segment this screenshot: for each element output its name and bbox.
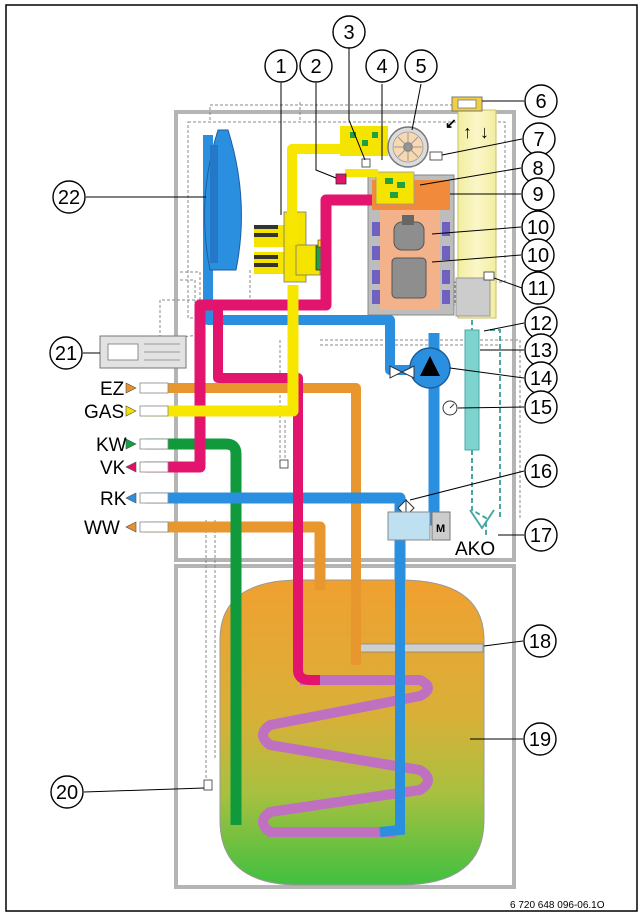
callout-label-7: 7 [533, 129, 544, 151]
callout-label-5: 5 [415, 56, 426, 78]
callout-label-14: 13 [530, 340, 552, 362]
callout-circle-16 [524, 390, 558, 424]
callout-circle-21 [50, 775, 84, 809]
callout-label-20: 19 [529, 729, 551, 751]
pipe-flow [145, 194, 372, 473]
label-rk: RK [100, 489, 127, 510]
callout-circle-18 [524, 518, 558, 552]
callout-circle-3 [332, 15, 366, 49]
leader-lines [83, 48, 525, 793]
connection-stub-ww [139, 521, 169, 533]
callout-label-3: 3 [343, 22, 354, 44]
callout-circle-19 [523, 624, 557, 658]
label-ez: EZ [100, 379, 125, 400]
sensor-20 [203, 779, 213, 791]
callout-circle-12 [521, 271, 555, 305]
flue-down-arrow: ↓ [480, 122, 489, 142]
connection-arrow-ww [125, 521, 137, 533]
connection-arrow-vk [125, 461, 137, 473]
callout-circle-23 [52, 180, 86, 214]
ako-label: AKO [455, 539, 495, 560]
connection-arrow-rk [125, 492, 137, 504]
callout-circle-5 [404, 49, 438, 83]
label-kw: KW [96, 435, 127, 456]
callout-label-4: 4 [376, 56, 387, 78]
callout-circle-20 [523, 722, 557, 756]
inner-panel [187, 121, 506, 319]
callout-label-23: 22 [58, 187, 80, 209]
pipe-gas [145, 285, 299, 417]
condensate-trap [464, 329, 480, 451]
callout-circle-2 [299, 49, 333, 83]
svg-text:↙: ↙ [445, 115, 457, 131]
callout-label-2: 2 [310, 56, 321, 78]
burner-module [375, 171, 415, 205]
sensor-2 [335, 173, 347, 185]
connection-arrow-ez [125, 382, 137, 394]
callout-label-21: 20 [56, 782, 78, 804]
sensor-3 [361, 158, 371, 168]
tank-sensor [279, 459, 289, 469]
callout-label-19: 18 [529, 631, 551, 653]
label-gas: GAS [84, 402, 124, 423]
sensor-7 [429, 151, 443, 161]
outer-frame [5, 4, 638, 912]
callout-circle-6 [524, 84, 558, 118]
callout-circle-17 [524, 454, 558, 488]
siphon-box [455, 277, 491, 317]
connection-stub-ez [139, 382, 169, 394]
connection-arrow-kw [125, 438, 137, 450]
tank-coil [258, 675, 433, 837]
connection-arrow-gas [125, 405, 137, 417]
control-panel [99, 335, 187, 369]
callout-circle-11 [521, 238, 555, 272]
callout-label-16: 15 [530, 397, 552, 419]
reference-code: 6 720 648 096-06.1O [510, 900, 605, 911]
callout-label-10: 10 [527, 217, 549, 239]
connection-stub-gas [139, 405, 169, 417]
svg-text:M: M [436, 523, 445, 535]
flue-up-arrow: ↑ [463, 122, 472, 142]
connection-stub-vk [139, 461, 169, 473]
sensor-well [354, 643, 484, 653]
callout-label-8: 8 [532, 158, 543, 180]
connection-markers [125, 382, 169, 533]
connection-stub-rk [139, 492, 169, 504]
callout-label-9: 9 [532, 184, 543, 206]
callout-label-18: 17 [530, 525, 552, 547]
callout-label-22: 21 [55, 343, 77, 365]
label-vk: VK [100, 458, 126, 479]
callout-label-17: 16 [530, 461, 552, 483]
label-ww: WW [84, 518, 120, 539]
callout-circle-1 [264, 49, 298, 83]
callout-label-13: 12 [530, 313, 552, 335]
callout-label-15: 14 [530, 368, 552, 390]
callout-label-6: 6 [535, 91, 546, 113]
callout-label-1: 1 [275, 56, 286, 78]
pipe-cold-water [145, 438, 242, 825]
callout-circle-9 [521, 177, 555, 211]
callout-label-12: 11 [528, 278, 549, 300]
connection-labels: EZ GAS KW VK RK WW [84, 379, 127, 539]
callout-label-11: 10 [527, 245, 549, 267]
connection-stub-kw [139, 438, 169, 450]
diverter-valve [387, 511, 431, 541]
safety-valve [389, 365, 415, 379]
callout-circle-22 [49, 336, 83, 370]
callout-circle-4 [365, 49, 399, 83]
condensate-line [471, 320, 501, 535]
